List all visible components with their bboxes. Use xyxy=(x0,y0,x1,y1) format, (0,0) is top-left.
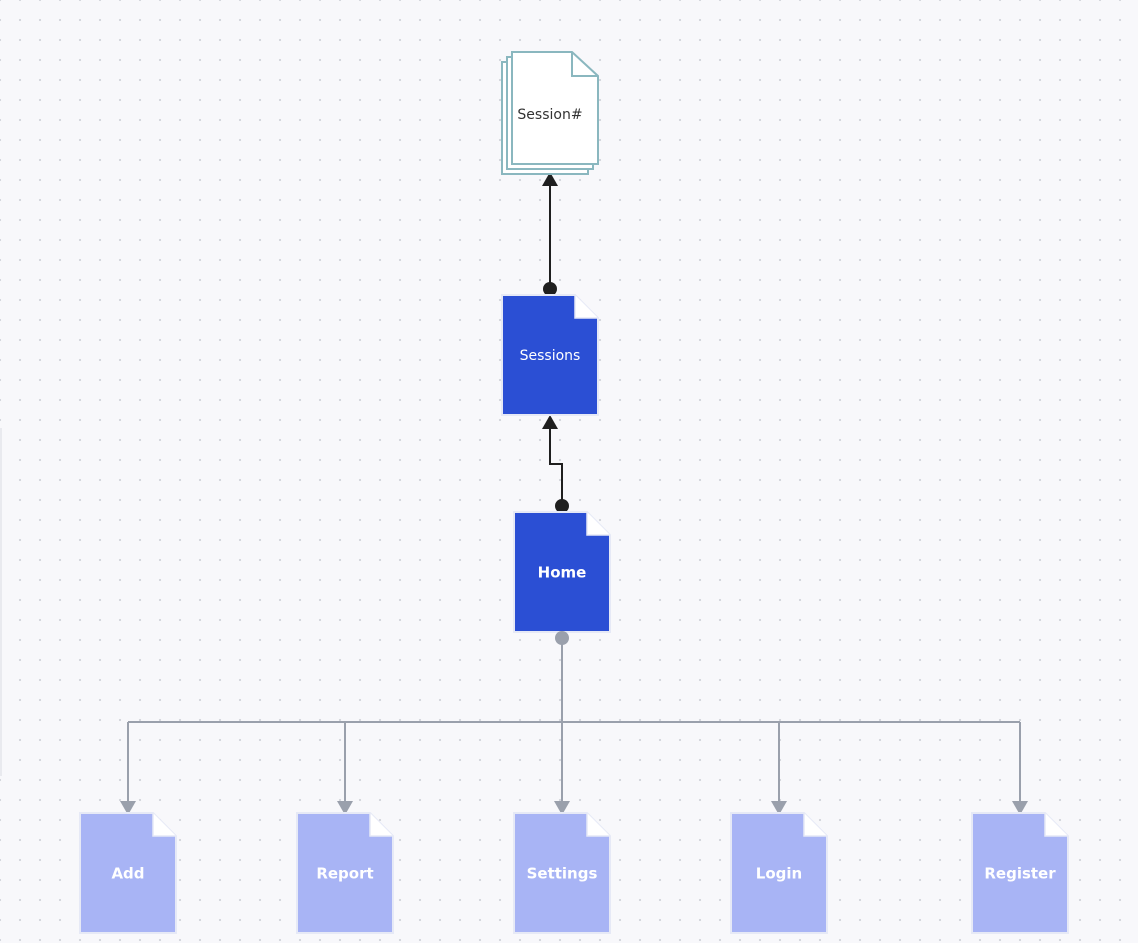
node-settings-label: Settings xyxy=(527,865,598,883)
edge-home-to-login[interactable] xyxy=(771,722,787,815)
node-settings[interactable]: Settings xyxy=(513,812,611,934)
edge-home-to-children[interactable] xyxy=(128,638,1020,723)
left-panel-edge xyxy=(0,428,2,776)
node-report[interactable]: Report xyxy=(296,812,394,934)
node-session-item[interactable]: Session# xyxy=(501,51,599,175)
edge-home-to-sessions[interactable] xyxy=(542,415,569,513)
node-login[interactable]: Login xyxy=(730,812,828,934)
home-output-connector[interactable] xyxy=(555,631,569,645)
edge-home-to-settings[interactable] xyxy=(554,722,570,815)
edge-home-to-report[interactable] xyxy=(337,722,353,815)
node-register-label: Register xyxy=(984,865,1056,883)
node-report-label: Report xyxy=(316,865,373,883)
edges xyxy=(120,172,1028,815)
edge-home-to-register[interactable] xyxy=(1012,722,1028,815)
edge-sessions-to-session-item[interactable] xyxy=(542,172,558,296)
node-home-label: Home xyxy=(538,564,587,582)
node-add-label: Add xyxy=(111,865,144,883)
node-home[interactable]: Home xyxy=(513,511,611,633)
node-add[interactable]: Add xyxy=(79,812,177,934)
node-session-item-label: Session# xyxy=(517,107,582,123)
node-sessions[interactable]: Sessions xyxy=(501,294,599,416)
node-login-label: Login xyxy=(756,865,802,883)
node-sessions-label: Sessions xyxy=(520,348,581,364)
edge-home-to-add[interactable] xyxy=(120,722,136,815)
node-register[interactable]: Register xyxy=(971,812,1069,934)
